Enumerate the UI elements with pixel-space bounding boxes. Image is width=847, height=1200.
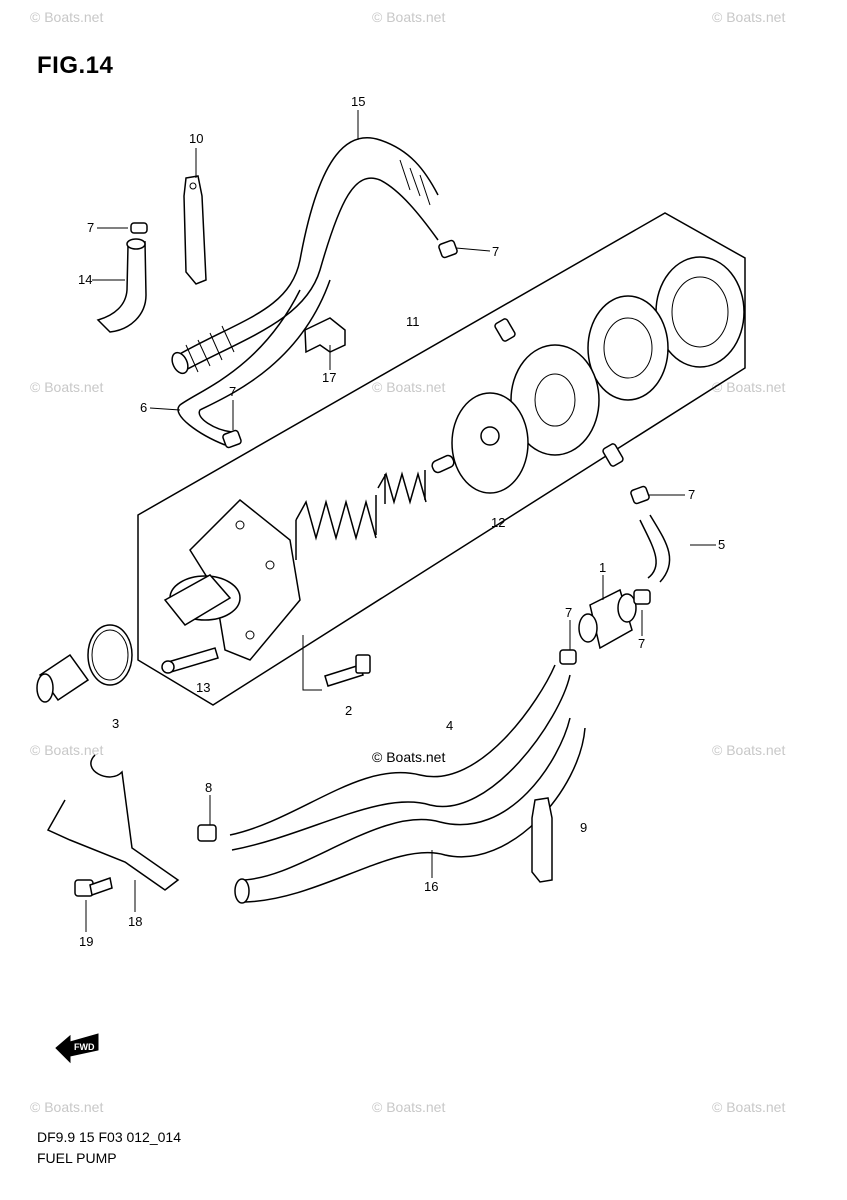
callout-7: 7	[492, 244, 499, 259]
callout-7: 7	[87, 220, 94, 235]
bracket-18	[46, 754, 180, 891]
tie-strap-10	[183, 175, 207, 285]
hose-15	[171, 136, 439, 375]
watermark: © Boats.net	[30, 9, 103, 25]
clamp-7-a	[130, 222, 148, 234]
callout-6: 6	[140, 400, 147, 415]
clamp-7-e	[633, 589, 651, 605]
hose-5-inner	[639, 519, 657, 579]
callout-3: 3	[112, 716, 119, 731]
callout-4: 4	[446, 718, 453, 733]
assembly-outline-box	[137, 212, 746, 706]
callout-9: 9	[580, 820, 587, 835]
watermark: © Boats.net	[712, 1099, 785, 1115]
callout-7: 7	[688, 487, 695, 502]
watermark: © Boats.net	[372, 9, 445, 25]
callout-2: 2	[345, 703, 352, 718]
callout-10: 10	[189, 131, 203, 146]
leader-lines	[85, 110, 716, 932]
hose-14	[96, 238, 147, 333]
callout-8: 8	[205, 780, 212, 795]
hose-16	[239, 717, 571, 881]
watermark: © Boats.net	[712, 9, 785, 25]
callout-13: 13	[196, 680, 210, 695]
watermark: © Boats.net	[372, 1099, 445, 1115]
screw-19	[74, 877, 113, 897]
watermarks: © Boats.net © Boats.net © Boats.net © Bo…	[30, 9, 785, 1115]
forward-arrow-icon: FWD	[55, 1033, 99, 1064]
clamp-8	[197, 824, 217, 842]
filter-3	[36, 624, 133, 703]
callout-15: 15	[351, 94, 365, 109]
hose-16-inner	[244, 727, 586, 903]
pump-body-plate	[510, 344, 600, 456]
hose-5	[649, 514, 671, 583]
diaphragm-gasket	[587, 295, 669, 401]
figure-name: FUEL PUMP	[37, 1150, 117, 1166]
callout-7: 7	[565, 605, 572, 620]
callout-19: 19	[79, 934, 93, 949]
hose-4	[229, 664, 556, 836]
clamp-7-b	[438, 239, 458, 259]
callout-5: 5	[718, 537, 725, 552]
watermark: © Boats.net	[30, 1099, 103, 1115]
pump-cover-plate	[655, 256, 745, 368]
pump-base-housing	[163, 498, 301, 661]
clip-17	[304, 317, 346, 354]
callout-labels: 15 10 7 14 7 11 17 6 7 7 12 5 1 7 7 13 2…	[78, 94, 725, 949]
callout-7: 7	[229, 384, 236, 399]
callout-11: 11	[406, 314, 420, 329]
tie-strap-9	[531, 797, 553, 883]
clamp-7-c	[222, 429, 242, 449]
clamp-7-f	[559, 649, 577, 665]
callout-12: 12	[491, 515, 505, 530]
figure-title: FIG.14	[37, 52, 114, 79]
callout-14: 14	[78, 272, 92, 287]
callout-7: 7	[638, 636, 645, 651]
hose-6	[177, 289, 301, 446]
front-marker-label: FWD	[74, 1042, 95, 1052]
watermark: © Boats.net	[30, 742, 103, 758]
clamp-7-d	[630, 485, 650, 505]
screw-13	[167, 647, 219, 673]
watermark: © Boats.net	[372, 379, 445, 395]
hose-6-inner	[198, 279, 331, 433]
bolt-2	[302, 635, 371, 691]
callout-1: 1	[599, 560, 606, 575]
callout-17: 17	[322, 370, 336, 385]
pump-body-plates	[451, 256, 745, 494]
fuel-filter-1	[578, 588, 637, 650]
o-ring	[87, 624, 133, 686]
callout-16: 16	[424, 879, 438, 894]
springs	[295, 454, 455, 560]
figure-code: DF9.9 15 F03 012_014	[37, 1129, 181, 1145]
watermark: © Boats.net	[712, 742, 785, 758]
watermark: © Boats.net	[30, 379, 103, 395]
hose-4-inner	[231, 674, 571, 851]
watermark: © Boats.net	[712, 379, 785, 395]
watermark: © Boats.net	[372, 749, 445, 765]
callout-18: 18	[128, 914, 142, 929]
